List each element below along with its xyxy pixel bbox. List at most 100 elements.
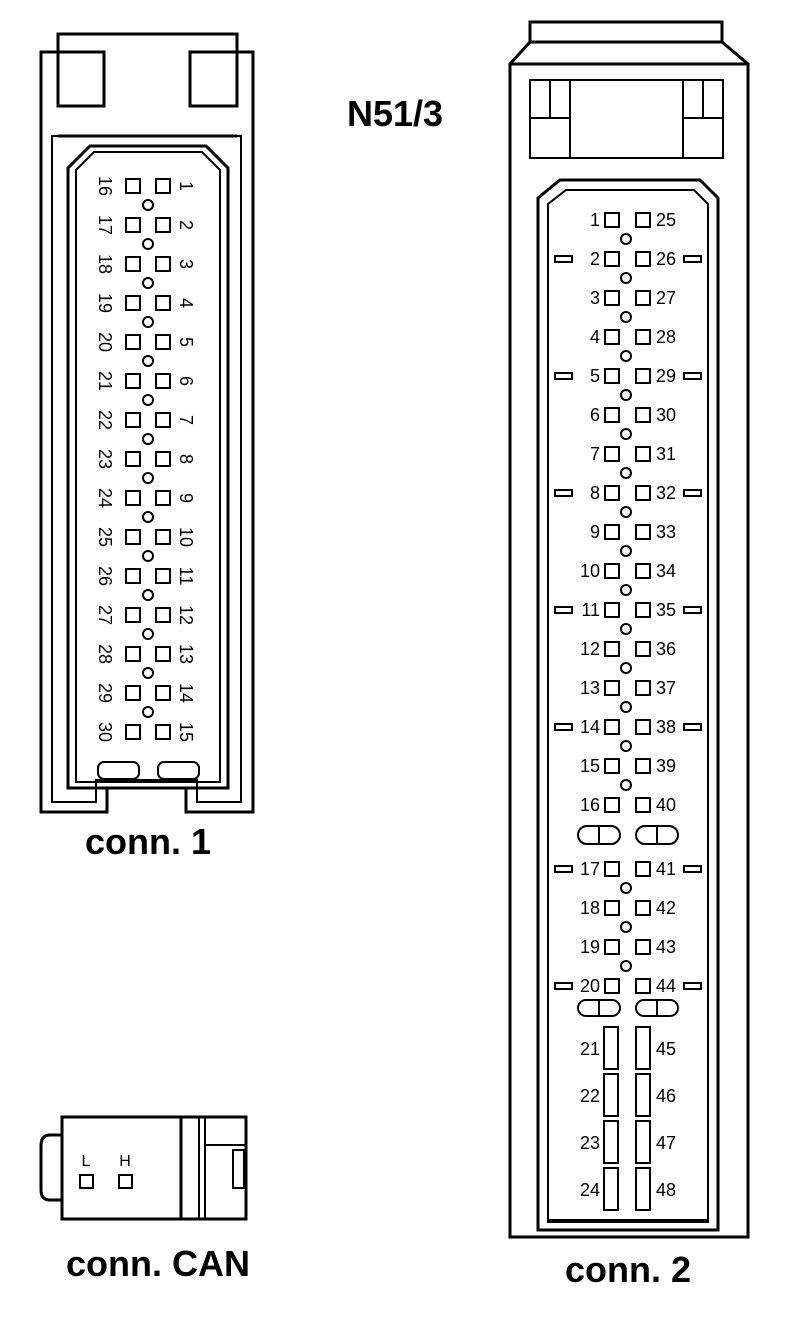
- conn2-pin-socket: [635, 251, 651, 267]
- conn1-pin-socket: [125, 451, 141, 467]
- conn1-pin-divider: [142, 355, 154, 367]
- conn2-pin-socket: [635, 602, 651, 618]
- conn1-pin-divider: [142, 667, 154, 679]
- conn1-pin-number: 13: [176, 644, 196, 664]
- conn2-pin-number: 31: [656, 444, 676, 464]
- conn1-pin-number: 3: [176, 259, 196, 269]
- conn2-pin-socket: [635, 939, 651, 955]
- conn1-pin-socket: [125, 490, 141, 506]
- can-pin-l: L: [82, 1153, 91, 1170]
- conn2-pin-number: 45: [656, 1039, 676, 1059]
- conn2-pin-socket: [604, 797, 620, 813]
- conn1-pin-number: 30: [95, 722, 115, 742]
- conn1-pin-number: 19: [95, 293, 115, 313]
- conn2-pin-number: 2: [590, 249, 600, 269]
- conn2-pin-socket: [604, 900, 620, 916]
- conn1-pin-number: 1: [176, 181, 196, 191]
- conn2-edge-tick: [554, 723, 573, 731]
- conn2-pin-number: 8: [590, 483, 600, 503]
- conn2-pin-socket: [604, 446, 620, 462]
- conn1-pin-socket: [125, 178, 141, 194]
- conn2-edge-tick: [554, 255, 573, 263]
- conn1-pin-number: 23: [95, 449, 115, 469]
- conn2-pin-number: 30: [656, 405, 676, 425]
- conn2-edge-tick: [554, 865, 573, 873]
- conn1-pin-divider: [142, 316, 154, 328]
- conn2-edge-tick: [683, 372, 702, 380]
- conn2-pin-number: 38: [656, 717, 676, 737]
- conn2-pin-socket: [635, 563, 651, 579]
- conn2-pin-socket: [604, 758, 620, 774]
- conn2-pin-socket: [635, 680, 651, 696]
- conn2-pin-socket: [635, 290, 651, 306]
- conn2-pin-socket: [635, 758, 651, 774]
- conn1-pin-divider: [142, 277, 154, 289]
- conn2-pin-number: 40: [656, 795, 676, 815]
- conn1-pin-socket: [155, 373, 171, 389]
- conn2-pin-socket: [604, 680, 620, 696]
- conn2-pin-number: 35: [656, 600, 676, 620]
- conn1-pin-number: 16: [95, 176, 115, 196]
- conn1-pin-divider: [142, 511, 154, 523]
- conn1-pin-socket: [125, 724, 141, 740]
- conn2-pin-number: 10: [580, 561, 600, 581]
- conn1-pin-number: 25: [95, 527, 115, 547]
- conn1-pin-socket: [125, 295, 141, 311]
- conn1-pin-number: 24: [95, 488, 115, 508]
- conn1-pin-socket: [125, 529, 141, 545]
- conn1-pin-socket: [155, 646, 171, 662]
- conn1-pin-number: 17: [95, 215, 115, 235]
- conn1-pin-number: 22: [95, 410, 115, 430]
- conn2-pin-number: 20: [580, 976, 600, 996]
- conn2-pin-number: 1: [590, 210, 600, 230]
- conn2-pin-number: 22: [580, 1086, 600, 1106]
- conn2-edge-tick: [554, 606, 573, 614]
- conn2-pin-number: 26: [656, 249, 676, 269]
- conn2-pin-divider: [620, 701, 632, 713]
- conn1-pin-socket: [125, 607, 141, 623]
- diagram-title: N51/3: [347, 93, 443, 134]
- conn1-pin-number: 8: [176, 454, 196, 464]
- conn2-edge-tick: [554, 982, 573, 990]
- conn2-pin-number: 19: [580, 937, 600, 957]
- conn1-pin-number: 11: [176, 567, 196, 586]
- conn2-large-pin-socket: [603, 1120, 619, 1164]
- conn1-pin-socket: [155, 334, 171, 350]
- conn2-large-pin-socket: [635, 1073, 651, 1117]
- conn2-pin-socket: [635, 407, 651, 423]
- conn2-pin-socket: [604, 939, 620, 955]
- conn2-pin-number: 7: [590, 444, 600, 464]
- connector-1-label: conn. 1: [85, 821, 211, 862]
- conn1-pin-socket: [155, 529, 171, 545]
- conn2-pin-divider: [620, 467, 632, 479]
- conn2-pin-number: 23: [580, 1133, 600, 1153]
- conn1-pin-socket: [155, 451, 171, 467]
- conn1-pin-divider: [142, 472, 154, 484]
- conn2-pin-number: 13: [580, 678, 600, 698]
- conn2-pin-divider: [620, 545, 632, 557]
- conn1-pin-socket: [155, 568, 171, 584]
- conn2-pin-number: 41: [656, 859, 676, 879]
- conn2-pin-divider: [620, 233, 632, 245]
- conn2-pin-number: 3: [590, 288, 600, 308]
- conn2-pin-number: 9: [590, 522, 600, 542]
- conn2-pin-socket: [604, 368, 620, 384]
- conn2-large-pin-socket: [635, 1167, 651, 1211]
- conn2-pin-socket: [635, 446, 651, 462]
- conn2-pin-socket: [635, 641, 651, 657]
- conn2-pin-divider: [620, 882, 632, 894]
- connector-2: [508, 20, 750, 1239]
- connector-2-label: conn. 2: [565, 1249, 691, 1290]
- conn2-pin-socket: [604, 329, 620, 345]
- conn1-pin-socket: [125, 646, 141, 662]
- conn1-pin-socket: [155, 295, 171, 311]
- conn2-pin-divider: [620, 272, 632, 284]
- conn1-pin-number: 14: [176, 683, 196, 703]
- conn2-pin-socket: [604, 524, 620, 540]
- conn2-pin-socket: [635, 329, 651, 345]
- conn2-pin-socket: [635, 978, 651, 994]
- conn2-pin-socket: [604, 485, 620, 501]
- conn2-pin-socket: [604, 407, 620, 423]
- conn2-pin-divider: [620, 779, 632, 791]
- conn2-pin-number: 6: [590, 405, 600, 425]
